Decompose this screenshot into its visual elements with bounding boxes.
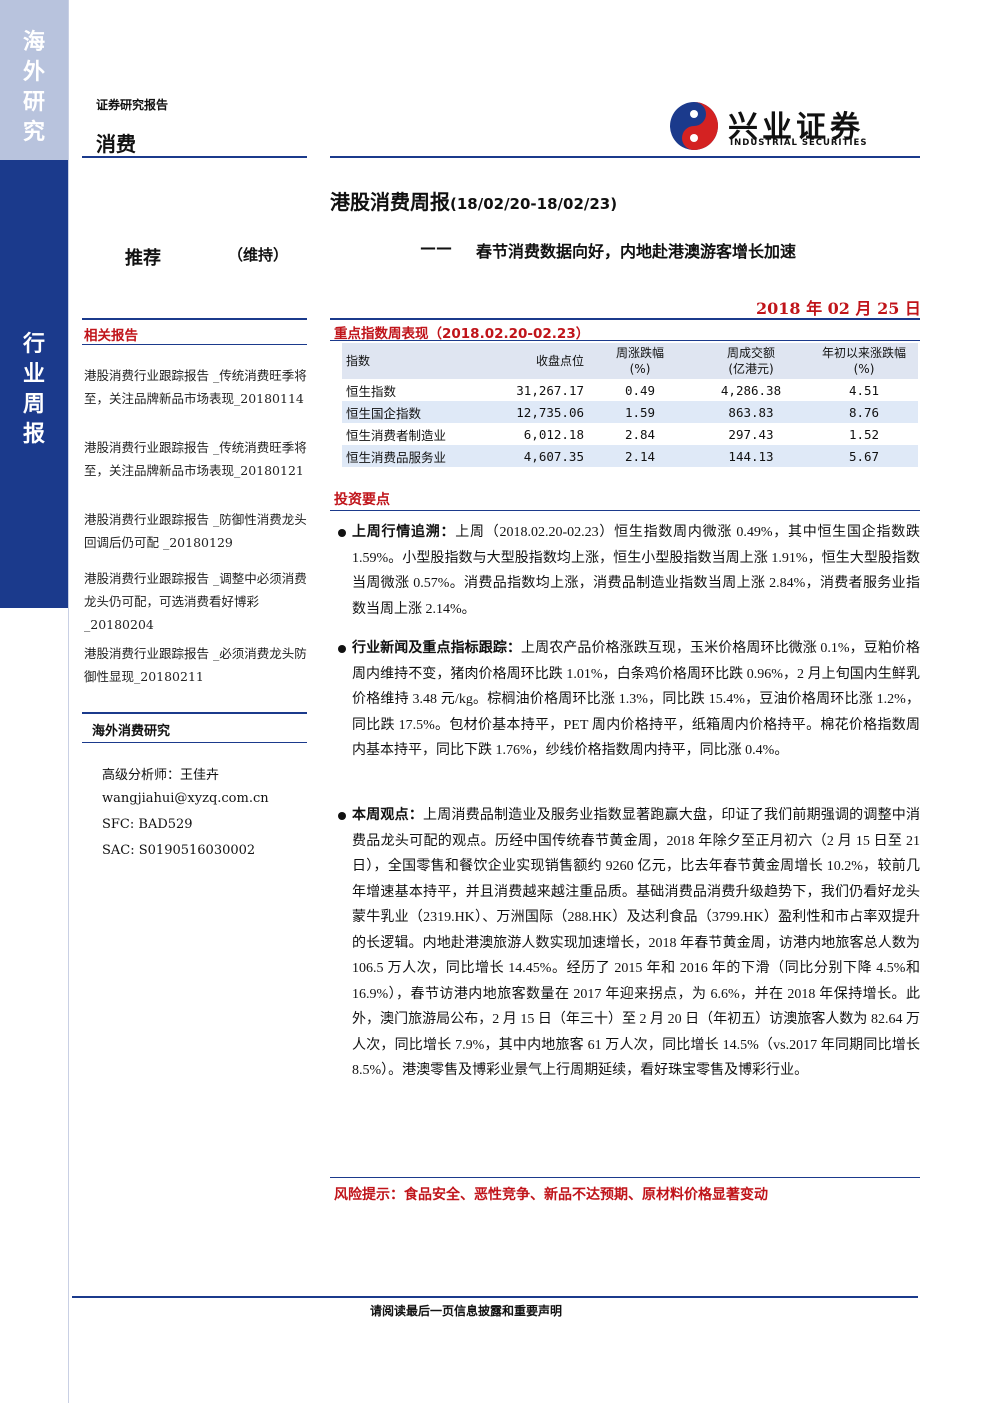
point-label: 本周观点： (352, 807, 424, 823)
sidebar-rule (82, 318, 307, 320)
header-rule-left (82, 156, 307, 158)
table-cell: 4,607.35 (480, 445, 588, 467)
table-cell: 6,012.18 (523, 426, 584, 442)
table-row: 恒生消费者制造业 6,012.18 2.84 297.43 1.52 (342, 423, 918, 445)
side-tab-weekly-text: 行业周报 (22, 332, 45, 447)
page-title: 港股消费周报(18/02/20-18/02/23) (330, 186, 617, 215)
table-header: 周涨跌幅 (%) (588, 343, 692, 379)
point-text: 上周农产品价格涨跌互现，玉米价格周环比微涨 0.1%，豆粕价格周内维持不变，猪肉… (352, 641, 920, 758)
risk-top-rule (330, 1177, 920, 1178)
point-item: 行业新闻及重点指标跟踪：上周农产品价格涨跌互现，玉米价格周环比微涨 0.1%，豆… (352, 636, 920, 764)
table-cell: 恒生消费者制造业 (346, 427, 447, 443)
report-date: 2018 年 02 月 25 日 (756, 299, 921, 318)
table-top-rule (330, 318, 920, 320)
points-underline (330, 510, 920, 511)
title-dash: —— (420, 238, 452, 257)
bullet-icon (338, 529, 346, 537)
table-cell: 4,286.38 (720, 382, 782, 398)
team-rule (82, 712, 307, 714)
table-header: 年初以来涨跌幅 (%) (810, 343, 918, 379)
table-header: 周成交额 (亿港元) (692, 343, 810, 379)
table-row: 恒生国企指数 12,735.06 1.59 863.83 8.76 (342, 401, 918, 423)
footer-disclaimer[interactable]: 请阅读最后一页信息披露和重要声明 (370, 1304, 563, 1318)
side-tab-overseas-text: 海外研究 (22, 30, 45, 145)
index-table: 指数 收盘点位 周涨跌幅 (%) 周成交额 (亿港元) 年初以来涨跌幅 (%) … (342, 343, 918, 467)
industry-label: 消费 (96, 132, 136, 156)
table-cell: 4.51 (848, 382, 880, 398)
logo-en: INDUSTRIAL SECURITIES (730, 138, 868, 148)
table-cell: 12,735.06 (480, 401, 588, 423)
related-title-underline (82, 344, 307, 345)
title-range: (18/02/20-18/02/23) (450, 195, 618, 213)
table-cell: 1.52 (848, 426, 880, 442)
related-report-item[interactable]: 港股消费行业跟踪报告 _调整中必须消费龙头仍可配，可选消费看好博彩_201802… (84, 571, 307, 632)
rating-status: （维持） (228, 246, 289, 264)
risk-note: 风险提示：食品安全、恶性竞争、新品不达预期、原材料价格显著变动 (334, 1187, 768, 1203)
related-reports-title: 相关报告 (84, 328, 138, 344)
table-cell: 恒生消费品服务业 (342, 445, 480, 467)
logo-emblem-icon (670, 102, 718, 150)
table-cell: 5.67 (810, 445, 918, 467)
table-cell: 2.14 (588, 445, 692, 467)
points-title: 投资要点 (334, 492, 390, 508)
table-title-underline (330, 340, 920, 341)
table-cell: 恒生指数 (346, 383, 397, 399)
report-type: 证券研究报告 (96, 98, 169, 112)
table-row: 恒生指数 31,267.17 0.49 4,286.38 4.51 (342, 379, 918, 401)
footer-rule (72, 1296, 918, 1298)
related-report-item[interactable]: 港股消费行业跟踪报告 _传统消费旺季将至，关注品牌新品市场表现_20180114 (84, 368, 307, 406)
point-text: 上周消费品制造业及服务业指数显著跑赢大盘，印证了我们前期强调的调整中消费品龙头可… (352, 808, 921, 1078)
side-tab-weekly: 行业周报 (0, 310, 68, 608)
bullet-icon (338, 812, 346, 820)
subtitle: 春节消费数据向好，内地赴港澳游客增长加速 (476, 242, 797, 261)
point-label: 行业新闻及重点指标跟踪： (352, 640, 522, 656)
bullet-icon (338, 645, 346, 653)
table-header: 收盘点位 (480, 343, 588, 379)
table-cell: 863.83 (692, 401, 810, 423)
point-item: 上周行情追溯：上周（2018.02.20-02.23）恒生指数周内微涨 0.49… (352, 520, 920, 622)
table-header-row: 指数 收盘点位 周涨跌幅 (%) 周成交额 (亿港元) 年初以来涨跌幅 (%) (342, 343, 918, 379)
point-text: 上周（2018.02.20-02.23）恒生指数周内微涨 0.49%，其中恒生国… (352, 525, 920, 617)
related-report-item[interactable]: 港股消费行业跟踪报告 _传统消费旺季将至，关注品牌新品市场表现_20180121 (84, 440, 307, 478)
table-cell: 31,267.17 (516, 382, 584, 398)
table-cell: 1.59 (588, 401, 692, 423)
side-tab-overseas: 海外研究 (0, 0, 68, 160)
table-cell: 144.13 (692, 445, 810, 467)
company-logo: 兴业证券 INDUSTRIAL SECURITIES (668, 100, 920, 152)
logo-cn: 兴业证券 (728, 110, 864, 145)
index-table-title: 重点指数周表现（2018.02.20-02.23） (334, 326, 590, 342)
table-header: 指数 (342, 343, 480, 379)
table-cell: 恒生国企指数 (342, 401, 480, 423)
table-cell: 0.49 (624, 382, 656, 398)
table-cell: 297.43 (728, 426, 774, 442)
related-report-item[interactable]: 港股消费行业跟踪报告 _必须消费龙头防御性显现_20180211 (84, 646, 307, 684)
point-label: 上周行情追溯： (352, 524, 456, 540)
title-main: 港股消费周报 (330, 190, 450, 214)
side-tab-spacer (0, 160, 68, 310)
rating-label: 推荐 (125, 248, 161, 269)
analyst-email[interactable]: wangjiahui@xyzq.com.cn (102, 791, 269, 806)
team-title: 海外消费研究 (92, 724, 171, 739)
team-underline (82, 742, 307, 743)
analyst-name: 高级分析师：王佳卉 (102, 768, 220, 783)
point-item: 本周观点：上周消费品制造业及服务业指数显著跑赢大盘，印证了我们前期强调的调整中消… (352, 803, 920, 1084)
table-cell: 8.76 (810, 401, 918, 423)
analyst-sac: SAC: S0190516030002 (102, 843, 256, 858)
header-rule-right (330, 156, 920, 158)
related-report-item[interactable]: 港股消费行业跟踪报告 _防御性消费龙头回调后仍可配 _20180129 (84, 512, 307, 550)
table-cell: 2.84 (624, 426, 656, 442)
table-row: 恒生消费品服务业 4,607.35 2.14 144.13 5.67 (342, 445, 918, 467)
analyst-sfc: SFC: BAD529 (102, 817, 193, 832)
left-rule (68, 0, 69, 1403)
